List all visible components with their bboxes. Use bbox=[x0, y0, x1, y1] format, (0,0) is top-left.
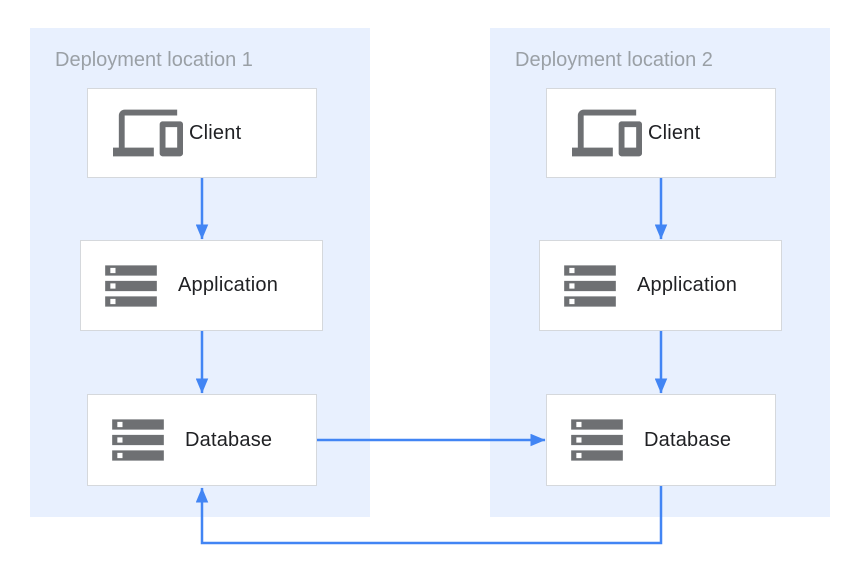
node-application-2-label: Application bbox=[637, 274, 738, 296]
devices-icon bbox=[113, 109, 183, 157]
node-database-2: Database bbox=[546, 394, 776, 486]
node-client-2-label: Client bbox=[648, 121, 701, 144]
node-application-2: Application bbox=[539, 240, 782, 331]
node-client-1-label: Client bbox=[189, 121, 242, 144]
node-database-1: Database bbox=[87, 394, 317, 486]
server-stack-icon bbox=[112, 419, 164, 461]
node-database-2-label: Database bbox=[644, 428, 732, 451]
node-database-1-label: Database bbox=[185, 428, 273, 451]
devices-icon bbox=[572, 109, 642, 157]
server-stack-icon bbox=[564, 264, 616, 307]
node-client-2: Client bbox=[546, 88, 776, 178]
zone-2-title: Deployment location 2 bbox=[515, 49, 713, 71]
zone-1-title: Deployment location 1 bbox=[55, 49, 253, 71]
node-client-1: Client bbox=[87, 88, 317, 178]
node-application-1-label: Application bbox=[178, 274, 279, 296]
server-stack-icon bbox=[571, 419, 623, 461]
server-stack-icon bbox=[105, 264, 157, 307]
node-application-1: Application bbox=[80, 240, 323, 331]
